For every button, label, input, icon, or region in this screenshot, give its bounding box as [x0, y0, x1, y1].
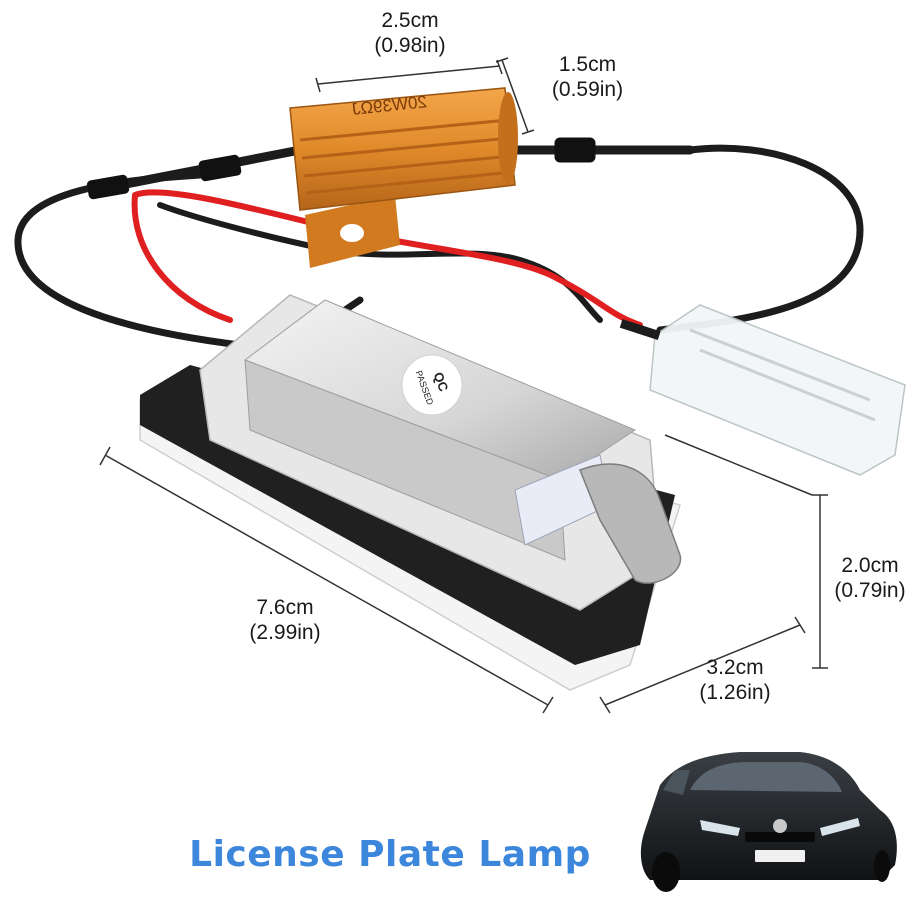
car-badge — [773, 819, 787, 833]
dim-resistor-height-cm: 1.5cm — [558, 53, 617, 76]
product-title: License Plate Lamp — [189, 834, 591, 875]
car-plate — [755, 850, 805, 862]
dim-line-resistor-height — [495, 57, 535, 135]
heat-shrink-mid — [198, 154, 242, 182]
dim-line-lamp-height — [812, 494, 828, 669]
dim-lamp-length-cm: 7.6cm — [256, 596, 314, 619]
dim-line-resistor-length — [315, 59, 503, 93]
resistor-mount-hole — [340, 224, 364, 242]
dim-label-resistor-height: 1.5cm (0.59in) — [535, 52, 640, 102]
black-wire-right-loop — [656, 144, 864, 334]
car-thumbnail — [640, 752, 897, 892]
wire-connector — [619, 304, 906, 476]
dim-lamp-height-cm: 2.0cm — [841, 554, 899, 577]
heat-shrink-right — [554, 137, 596, 163]
car-side-window — [663, 770, 690, 795]
connector-wire-black — [619, 319, 661, 340]
resistor-fins — [299, 118, 514, 195]
dim-lamp-width-in: (1.26in) — [699, 681, 771, 704]
red-wire — [131, 189, 643, 328]
lamp-spring-clip — [579, 463, 682, 584]
dim-resistor-length-cm: 2.5cm — [381, 9, 439, 32]
dim-resistor-height-in: (0.59in) — [551, 78, 624, 101]
connector-pins — [689, 328, 876, 422]
connector-body — [649, 304, 906, 476]
lamp-cover-side — [244, 359, 566, 561]
load-resistor: 20W39ΩJ — [289, 87, 518, 268]
car-headlight-right — [820, 818, 860, 836]
dim-extension-connector — [664, 434, 813, 496]
dimension-lines — [99, 57, 828, 714]
dim-label-lamp-width: 3.2cm (1.26in) — [680, 655, 790, 705]
dim-lamp-length-in: (2.99in) — [249, 621, 321, 644]
qc-stamp-line1: QC — [431, 370, 452, 394]
dim-lamp-width-cm: 3.2cm — [706, 656, 764, 679]
dim-label-resistor-length: 2.5cm (0.98in) — [360, 8, 460, 58]
resistor-end-cap — [498, 92, 518, 184]
dim-label-lamp-length: 7.6cm (2.99in) — [230, 595, 340, 645]
wire-harness — [14, 137, 864, 350]
dim-line-lamp-length — [99, 446, 554, 714]
dim-resistor-length-in: (0.98in) — [374, 34, 446, 57]
dim-label-lamp-height: 2.0cm (0.79in) — [818, 553, 922, 603]
heat-shrink-left — [86, 174, 130, 200]
car-headlight-left — [700, 820, 740, 836]
car-windshield — [690, 762, 842, 792]
car-grille — [745, 832, 815, 842]
license-plate-lamp: QC PASSED — [139, 294, 682, 691]
car-wheel-rear — [874, 850, 890, 882]
resistor-lead-left — [90, 145, 305, 195]
qc-passed-sticker — [401, 354, 463, 416]
dim-lamp-height-in: (0.79in) — [834, 579, 906, 602]
dim-line-lamp-width — [599, 616, 806, 714]
car-wheel-front — [652, 852, 680, 892]
